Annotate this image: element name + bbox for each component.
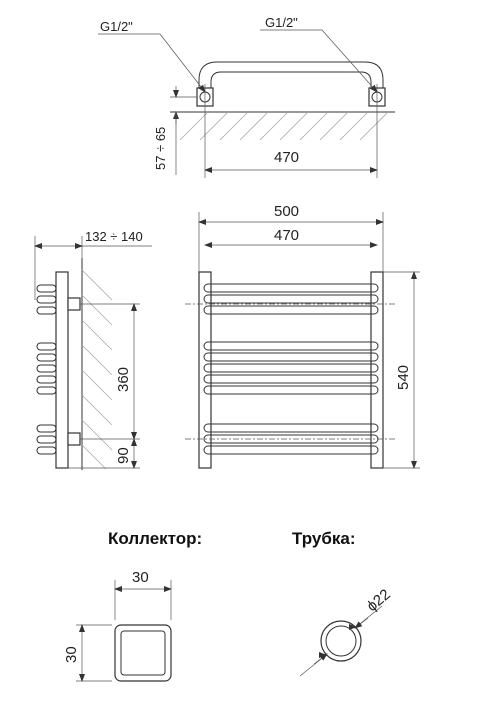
top-width-label: 470	[274, 149, 299, 166]
collector-width-label: 30	[132, 569, 149, 586]
side-tubes	[36, 284, 57, 455]
front-tubes	[203, 283, 379, 455]
side-view: 132 ÷ 140	[34, 229, 152, 470]
top-view: G1/2" G1/2" 57 ÷ 65 470	[98, 15, 395, 178]
wall-hatch-side	[81, 269, 113, 470]
collector-profile-outer	[114, 624, 172, 682]
top-bracket	[67, 297, 81, 311]
front-view: 500 470 540	[185, 203, 420, 469]
right-thread-label: G1/2"	[265, 15, 298, 30]
side-collector	[55, 271, 69, 469]
left-thread-label: G1/2"	[100, 19, 133, 34]
tube-heading: Трубка:	[292, 529, 355, 548]
top-u-pipe	[198, 61, 384, 92]
right-collector	[370, 271, 384, 469]
overall-width-label: 500	[274, 203, 299, 220]
mount-spacing-label: 360	[115, 367, 132, 392]
bottom-bracket	[67, 432, 81, 446]
collector-section: Коллектор: 30 30	[63, 529, 202, 682]
collector-height-label: 30	[63, 646, 80, 663]
left-collector	[198, 271, 212, 469]
axis-width-label: 470	[274, 227, 299, 244]
tube-profile-inner	[325, 625, 357, 657]
height-label: 540	[395, 365, 412, 390]
tube-profile-outer	[320, 620, 362, 662]
wall-offset-label: 57 ÷ 65	[153, 127, 168, 170]
collector-heading: Коллектор:	[108, 529, 202, 548]
tube-section: Трубка: ϕ22	[292, 529, 394, 677]
tube-diameter-label: ϕ22	[364, 586, 394, 615]
side-depth-label: 132 ÷ 140	[85, 229, 143, 244]
collector-profile-inner	[120, 630, 166, 676]
bottom-offset-label: 90	[115, 447, 132, 464]
wall-hatch-top	[170, 111, 395, 141]
